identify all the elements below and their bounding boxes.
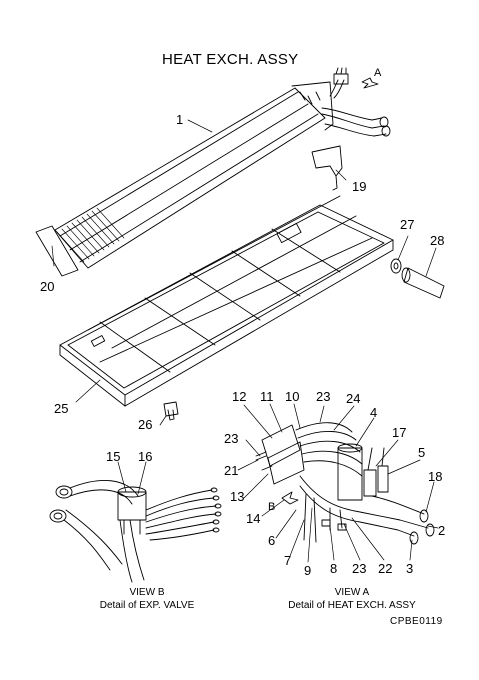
callout-25: 25 — [54, 401, 69, 416]
callout-6: 6 — [268, 533, 276, 548]
view-a-detail — [255, 422, 435, 545]
view-b-caption-line1: VIEW B — [129, 587, 165, 598]
callout-9: 9 — [304, 563, 312, 578]
view-a-arrow-label: A — [374, 67, 382, 79]
callout-23-left: 23 — [224, 431, 239, 446]
callout-15: 15 — [106, 449, 121, 464]
callout-23-bottom: 23 — [352, 561, 367, 576]
callout-22: 22 — [378, 561, 393, 576]
callout-12: 12 — [232, 389, 247, 404]
callout-16: 16 — [138, 449, 153, 464]
callout-1: 1 — [176, 112, 184, 127]
callout-5: 5 — [418, 445, 426, 460]
callout-2: 2 — [438, 523, 446, 538]
page-title: HEAT EXCH. ASSY — [162, 51, 299, 68]
pipe-part-28 — [401, 267, 445, 299]
view-b-caption-line2: Detail of EXP. VALVE — [99, 600, 195, 611]
callout-20: 20 — [40, 279, 55, 294]
callout-24: 24 — [346, 391, 361, 406]
callout-14: 14 — [246, 511, 261, 526]
callout-21: 21 — [224, 463, 239, 478]
callout-19: 19 — [352, 179, 367, 194]
callout-7: 7 — [284, 553, 292, 568]
ring-part-27 — [390, 258, 402, 274]
callout-11: 11 — [260, 389, 274, 404]
drawing-code: CPBE0119 — [390, 616, 443, 627]
callout-10: 10 — [285, 389, 300, 404]
callout-8: 8 — [330, 561, 338, 576]
bracket-part-19 — [311, 145, 343, 191]
callout-23-top: 23 — [316, 389, 331, 404]
callout-28: 28 — [430, 233, 445, 248]
strip-part-20 — [35, 225, 79, 277]
drain-pan — [59, 195, 394, 407]
leader-lines — [51, 119, 439, 563]
heat-exchanger-coil — [54, 67, 391, 269]
callout-13: 13 — [230, 489, 245, 504]
screw-part-26 — [163, 401, 179, 421]
callout-26: 26 — [138, 417, 153, 432]
view-a-caption-line1: VIEW A — [334, 587, 370, 598]
view-a-arrow — [361, 77, 379, 89]
callout-3: 3 — [406, 561, 414, 576]
callout-27: 27 — [400, 217, 415, 232]
callout-18: 18 — [428, 469, 443, 484]
view-a-caption-line2: Detail of HEAT EXCH. ASSY — [288, 600, 416, 611]
callout-4: 4 — [370, 405, 378, 420]
view-b-detail — [49, 480, 222, 583]
view-b-arrow-label: B — [268, 501, 276, 513]
callout-17: 17 — [392, 425, 407, 440]
